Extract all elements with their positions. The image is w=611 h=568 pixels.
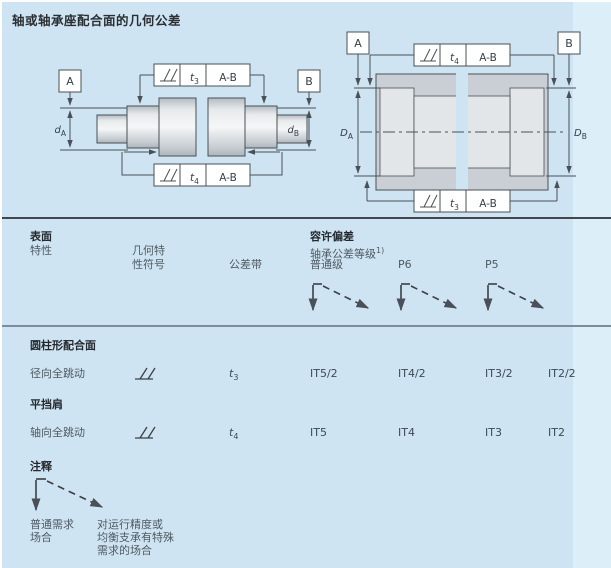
svg-text:t3: t3 — [190, 72, 199, 86]
footnote-ref: 1) — [376, 246, 385, 255]
shaft-frame-bottom — [153, 163, 251, 187]
svg-text:A-B: A-B — [219, 72, 237, 84]
svg-text:t4: t4 — [190, 172, 199, 186]
value-p6: IT4 — [398, 426, 415, 439]
col-header-symbol: 几何特 性符号 — [132, 244, 165, 271]
col-header-tolerance-zone: 公差带 — [229, 258, 262, 271]
col-header-surface: 表面 特性 — [30, 230, 52, 257]
datum-label-b: B — [565, 37, 573, 50]
tolerance-zone-t3: t3 — [229, 367, 239, 383]
svg-text:A-B: A-B — [479, 198, 497, 210]
total-runout-icon — [160, 68, 178, 82]
datum-label-a: A — [354, 37, 362, 50]
shaft-center-right — [207, 97, 246, 157]
notes-title: 注释 — [30, 460, 52, 473]
total-runout-icon — [135, 426, 156, 439]
svg-text:t4: t4 — [450, 52, 459, 66]
requirement-arrows-normal — [308, 283, 370, 312]
dim-label-db: DB — [574, 128, 587, 141]
datum-label-a: A — [66, 75, 74, 88]
col-header-class-p5: P5 — [485, 258, 499, 271]
col-header-class-p6: P6 — [398, 258, 412, 271]
col-header-class-normal: 普通级 — [310, 258, 343, 271]
group-title-abutment: 平挡肩 — [30, 398, 63, 411]
svg-text:A-B: A-B — [219, 172, 237, 184]
separator-dark — [2, 217, 611, 219]
value-normal: IT5/2 — [310, 367, 338, 380]
svg-text:t3: t3 — [450, 198, 459, 212]
requirement-arrows-legend — [31, 478, 104, 512]
shaft-diagram — [58, 63, 321, 187]
total-runout-icon — [160, 168, 178, 182]
shaft-seat-left — [126, 105, 160, 149]
shaft-diagram-text: A B t3 A-B t4 A-B dA dB — [55, 72, 313, 186]
dim-label-da: DA — [340, 128, 354, 141]
datum-label-b: B — [305, 75, 313, 88]
page-title: 轴或轴承座配合面的几何公差 — [12, 13, 182, 28]
total-runout-icon — [420, 194, 438, 208]
housing-diagram-text: A B t4 A-B t3 A-B DA DB — [340, 37, 587, 212]
value-special: IT2 — [548, 426, 565, 439]
housing-diagram — [346, 31, 581, 213]
requirement-arrows-p5 — [483, 283, 545, 312]
row-label-radial-runout: 径向全跳动 — [30, 367, 85, 380]
group-title-cylindrical-seat: 圆柱形配合面 — [30, 339, 96, 352]
shaft-stub-right — [276, 114, 308, 144]
value-p6: IT4/2 — [398, 367, 426, 380]
separator-gray — [2, 325, 611, 327]
total-runout-icon — [135, 367, 156, 380]
value-normal: IT5 — [310, 426, 327, 439]
legend-special-requirements: 对运行精度或 均衡支承有特殊 需求的场合 — [97, 518, 174, 557]
dim-label-da: dA — [55, 125, 67, 138]
tolerance-zone-t4: t4 — [229, 426, 239, 442]
value-p5: IT3/2 — [485, 367, 513, 380]
drawings-canvas: A B t3 A-B t4 A-B dA dB — [55, 31, 587, 213]
value-special: IT2/2 — [548, 367, 576, 380]
shaft-seat-right — [244, 105, 278, 149]
row-label-axial-runout: 轴向全跳动 — [30, 426, 85, 439]
housing-frame-top — [413, 43, 511, 67]
legend-normal-requirements: 普通需求 场合 — [30, 518, 74, 544]
shaft-stub-left — [96, 114, 128, 144]
col-header-deviation: 容许偏差 — [310, 230, 354, 243]
value-p5: IT3 — [485, 426, 502, 439]
page-right-margin — [573, 2, 611, 568]
col-header-tolerance-class: 轴承公差等级1) — [310, 246, 385, 261]
svg-text:A-B: A-B — [479, 52, 497, 64]
requirement-arrows-p6 — [396, 283, 458, 312]
shaft-center-left — [158, 97, 197, 157]
total-runout-icon — [420, 48, 438, 62]
dim-label-db: dB — [287, 125, 299, 138]
